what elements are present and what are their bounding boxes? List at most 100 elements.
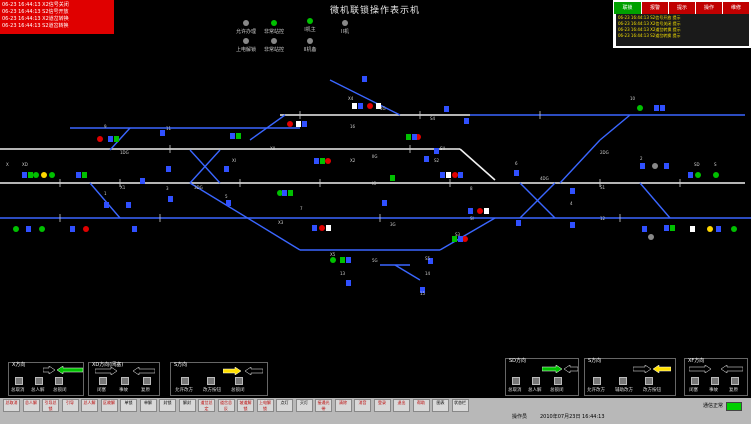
button-label: 复原	[729, 388, 738, 393]
reverse-button[interactable]	[207, 377, 215, 385]
signal-light-icon	[41, 172, 47, 178]
signals[interactable]	[13, 103, 737, 263]
signal-light-icon	[319, 225, 325, 231]
toolbar-button[interactable]: 总取消	[3, 399, 20, 412]
button-label: 改方按钮	[643, 388, 661, 393]
turnout-line	[329, 79, 401, 116]
alarm-line: 06-23 16:44:13 X2道岔转换	[2, 16, 69, 22]
lock-all-button[interactable]	[554, 377, 562, 385]
restore-button[interactable]	[143, 377, 151, 385]
toolbar-button[interactable]: 引导	[61, 399, 79, 412]
track-label: X1	[120, 185, 126, 190]
track-label: 11	[166, 126, 172, 131]
crossover-line	[519, 182, 556, 219]
log-line: 06-23 16:44:13 S2信号开放 提示	[618, 15, 681, 20]
tab-maintenance[interactable]: 维修	[723, 2, 749, 14]
allow-reverse-button[interactable]	[181, 377, 189, 385]
track-label: 4G	[380, 106, 386, 111]
restore-button[interactable]	[731, 377, 739, 385]
turnout-line	[189, 182, 301, 251]
status-light-icon	[271, 20, 277, 26]
reverse-button[interactable]	[645, 377, 653, 385]
track-label: 10	[630, 96, 636, 101]
track-label: 2	[640, 156, 643, 161]
accident-button[interactable]	[121, 377, 129, 385]
signal-light-icon	[33, 172, 39, 178]
toolbar-button[interactable]: 灭灯	[295, 399, 313, 412]
block-button[interactable]	[691, 377, 699, 385]
panel-s-direction-2: S方向 允许改方 辅助改方 改方按钮	[584, 358, 676, 396]
cancel-all-button[interactable]	[512, 377, 520, 385]
track-label: X	[6, 162, 9, 167]
button-label: 事故	[709, 388, 718, 393]
alarm-panel: 06-23 16:44:13 X2信号关闭 06-23 16:44:13 S2信…	[0, 0, 114, 34]
toolbar-button[interactable]: 道岔总定	[198, 399, 215, 412]
panel-title: X方向	[12, 362, 26, 368]
tab-prompt[interactable]: 提示	[669, 2, 695, 14]
toolbar-button[interactable]: 封锁	[159, 399, 176, 412]
tab-operation[interactable]: 操作	[696, 2, 722, 14]
track-label: IIG	[372, 154, 377, 159]
signal-light-icon	[97, 136, 103, 142]
track-label: S1	[600, 185, 606, 190]
log-line: 06-23 16:44:13 S2道岔转换 提示	[618, 33, 681, 38]
turnout-line	[89, 182, 121, 219]
track-label: 5	[225, 194, 228, 199]
toolbar-button[interactable]: 清除	[334, 399, 352, 412]
signal-buttons[interactable]	[22, 76, 721, 293]
toolbar-button[interactable]: 登录	[373, 399, 391, 412]
signal-light-icon	[13, 226, 19, 232]
block-button[interactable]	[99, 377, 107, 385]
toolbar-button[interactable]: 解封	[178, 399, 196, 412]
release-all-button[interactable]	[532, 377, 540, 385]
toolbar-button[interactable]: 坡道解锁	[237, 399, 254, 412]
tab-interlock[interactable]: 联锁	[614, 2, 641, 14]
signal-light-icon	[325, 158, 331, 164]
toolbar-button[interactable]: 图表	[432, 399, 449, 412]
toolbar-button[interactable]: 单锁	[120, 399, 137, 412]
toolbar-button[interactable]: 接通光带	[315, 399, 332, 412]
toolbar-button[interactable]: 点灯	[276, 399, 293, 412]
release-all-button[interactable]	[35, 377, 43, 385]
signal-light-icon	[83, 226, 89, 232]
cancel-all-button[interactable]	[15, 377, 23, 385]
tab-alarm[interactable]: 报警	[642, 2, 668, 14]
toolbar-button[interactable]: 状态栏	[451, 399, 469, 412]
status-light-icon	[342, 20, 348, 26]
toolbar-button[interactable]: 区故解	[100, 399, 118, 412]
status-indicator	[726, 402, 742, 411]
indicator-machine-1: I机主	[296, 18, 324, 33]
track-label: 3G	[390, 222, 396, 227]
allow-reverse-button[interactable]	[593, 377, 601, 385]
comm-status: 通信正常	[703, 403, 724, 409]
signal-light-icon	[367, 103, 373, 109]
toolbar-button[interactable]: 道岔总反	[217, 399, 235, 412]
signal-light-icon	[39, 226, 45, 232]
signal-light-icon	[707, 226, 713, 232]
toolbar-button[interactable]: 消音	[354, 399, 371, 412]
toolbar-button[interactable]: 引导总锁	[42, 399, 59, 412]
toolbar-button[interactable]: 总人解	[81, 399, 98, 412]
toolbar-button[interactable]: 帮助	[412, 399, 430, 412]
track-lines	[0, 114, 745, 184]
toolbar-button[interactable]: 上电解锁	[256, 399, 274, 412]
track-label: IG	[372, 181, 376, 186]
status-light-icon	[243, 38, 249, 44]
track-label: 4DG	[540, 176, 549, 181]
accident-button[interactable]	[711, 377, 719, 385]
toolbar-button[interactable]: 总人解	[22, 399, 40, 412]
toolbar-button[interactable]: 退出	[393, 399, 410, 412]
button-label: 事故	[119, 388, 128, 393]
lock-all-button[interactable]	[235, 377, 243, 385]
turnout-line	[249, 114, 286, 141]
status-light-icon	[307, 18, 313, 24]
indicator-machine-2: II机	[331, 20, 359, 35]
direction-arrow-icon	[721, 365, 743, 373]
track-label: 15	[420, 291, 426, 296]
track-label: XII	[270, 146, 275, 151]
toolbar-button[interactable]: 单解	[139, 399, 157, 412]
lock-all-button[interactable]	[55, 377, 63, 385]
aux-reverse-button[interactable]	[619, 377, 627, 385]
track-label: 8	[470, 186, 473, 191]
track-label: 1	[104, 191, 107, 196]
